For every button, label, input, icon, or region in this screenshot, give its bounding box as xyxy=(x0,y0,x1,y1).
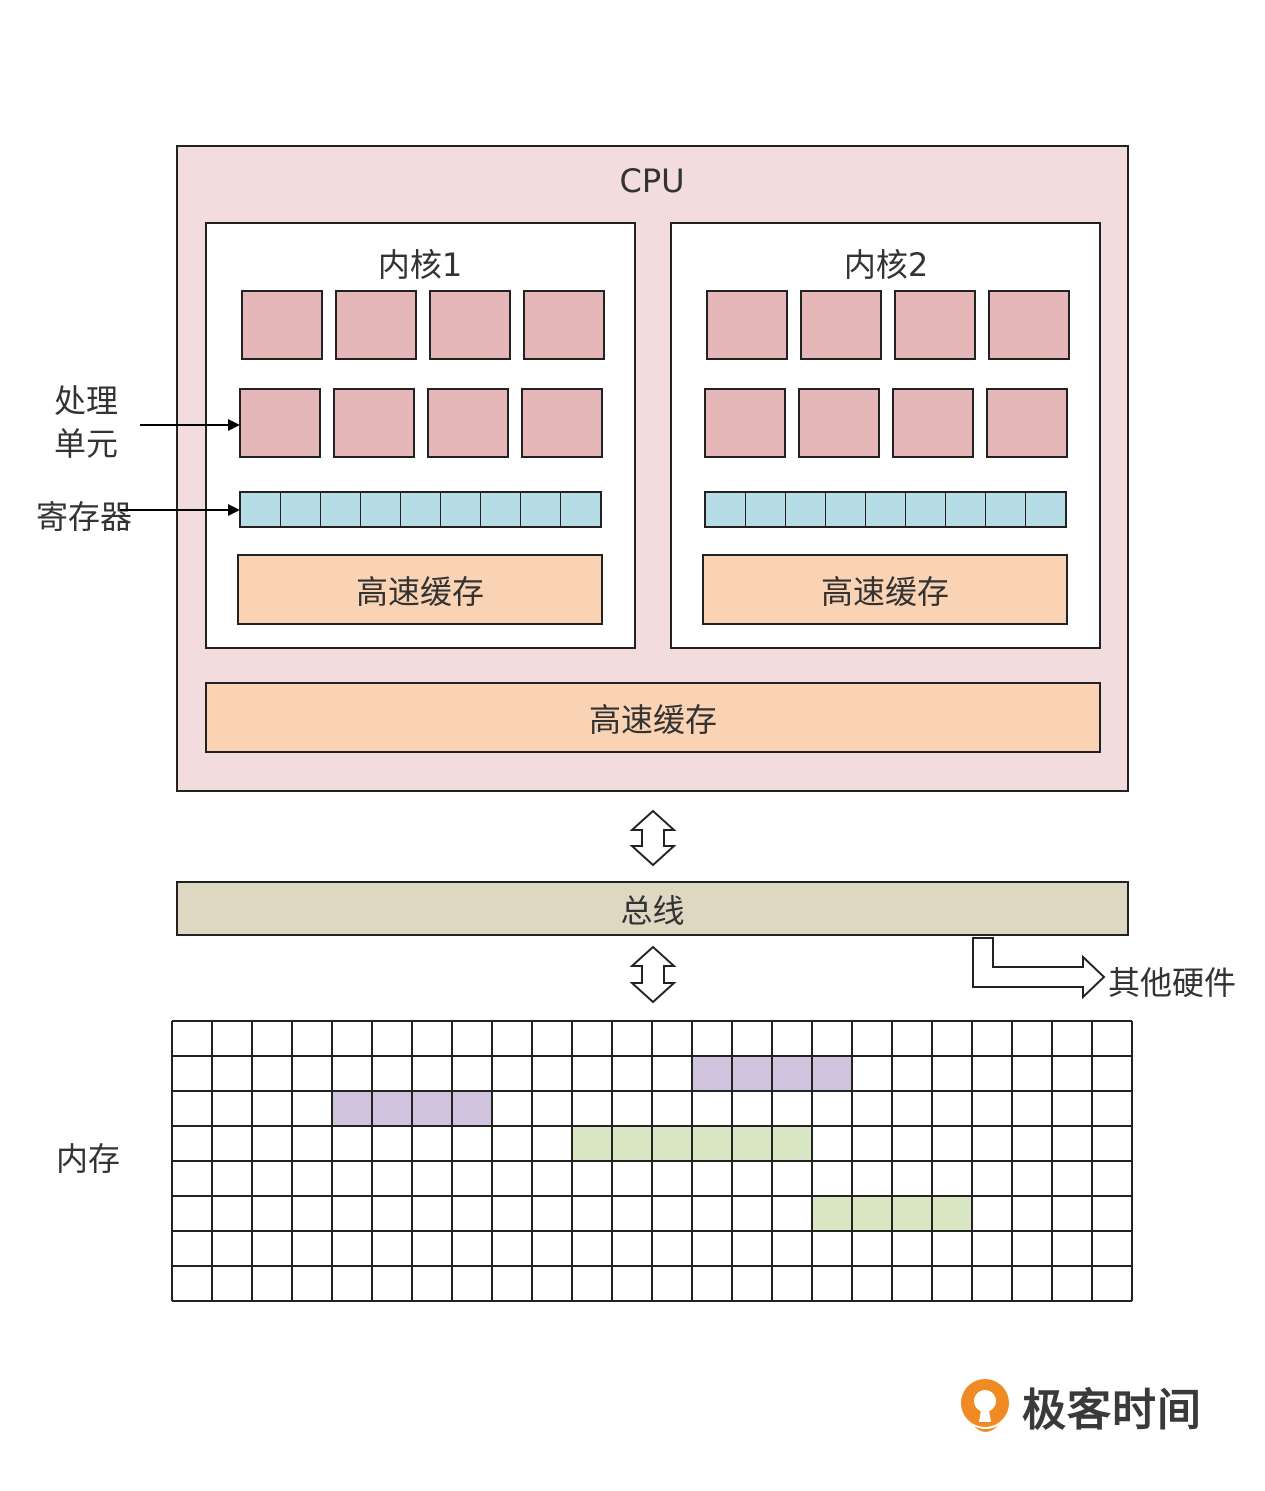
core-2-cache: 高速缓存 xyxy=(702,554,1068,625)
brand-logo: 极客时间 xyxy=(958,1374,1202,1438)
geektime-logo-icon xyxy=(961,1379,1009,1432)
register-cell xyxy=(706,493,746,526)
register-cell xyxy=(401,493,441,526)
shared-cache: 高速缓存 xyxy=(205,682,1101,753)
cpu-bus-double-arrow-icon xyxy=(629,809,677,867)
other-hardware-label: 其他硬件 xyxy=(1108,964,1237,1002)
register-cell xyxy=(866,493,906,526)
register-bank-1 xyxy=(239,491,602,528)
register-bank-2 xyxy=(704,491,1067,528)
processing-unit-label-line1: 处理 xyxy=(54,382,119,420)
register-cell xyxy=(361,493,401,526)
cpu-title: CPU xyxy=(619,162,685,200)
register-label: 寄存器 xyxy=(36,498,133,536)
register-cell xyxy=(321,493,361,526)
register-cell xyxy=(521,493,561,526)
processing-unit xyxy=(800,290,882,360)
processing-unit xyxy=(333,388,415,458)
register-cell xyxy=(481,493,521,526)
processing-unit-label-line2: 单元 xyxy=(54,425,119,464)
register-cell xyxy=(746,493,786,526)
register-cell xyxy=(826,493,866,526)
register-cell xyxy=(906,493,946,526)
bus-bar: 总线 xyxy=(176,881,1129,936)
memory-label: 内存 xyxy=(56,1140,121,1178)
processing-unit xyxy=(988,290,1070,360)
processing-unit xyxy=(335,290,417,360)
processing-unit xyxy=(241,290,323,360)
processing-unit xyxy=(798,388,880,458)
register-cell xyxy=(281,493,321,526)
processing-unit xyxy=(986,388,1068,458)
brand-name: 极客时间 xyxy=(1022,1385,1202,1436)
register-cell xyxy=(946,493,986,526)
other-hardware-arrow-icon xyxy=(972,937,1106,1000)
processing-unit xyxy=(704,388,786,458)
register-cell xyxy=(986,493,1026,526)
processing-unit xyxy=(239,388,321,458)
bus-memory-double-arrow-icon xyxy=(629,945,677,1004)
core-1-title: 内核1 xyxy=(377,246,463,284)
processing-unit xyxy=(892,388,974,458)
core-2-title: 内核2 xyxy=(843,246,929,284)
processing-unit xyxy=(706,290,788,360)
memory-grid xyxy=(171,1020,1133,1302)
processing-unit-label: 处理 单元 xyxy=(54,380,118,466)
processing-unit xyxy=(429,290,511,360)
processing-unit xyxy=(894,290,976,360)
processing-unit xyxy=(521,388,603,458)
core-1-cache: 高速缓存 xyxy=(237,554,603,625)
register-cell xyxy=(241,493,281,526)
register-cell xyxy=(786,493,826,526)
processing-unit xyxy=(523,290,605,360)
processing-unit xyxy=(427,388,509,458)
register-cell xyxy=(441,493,481,526)
